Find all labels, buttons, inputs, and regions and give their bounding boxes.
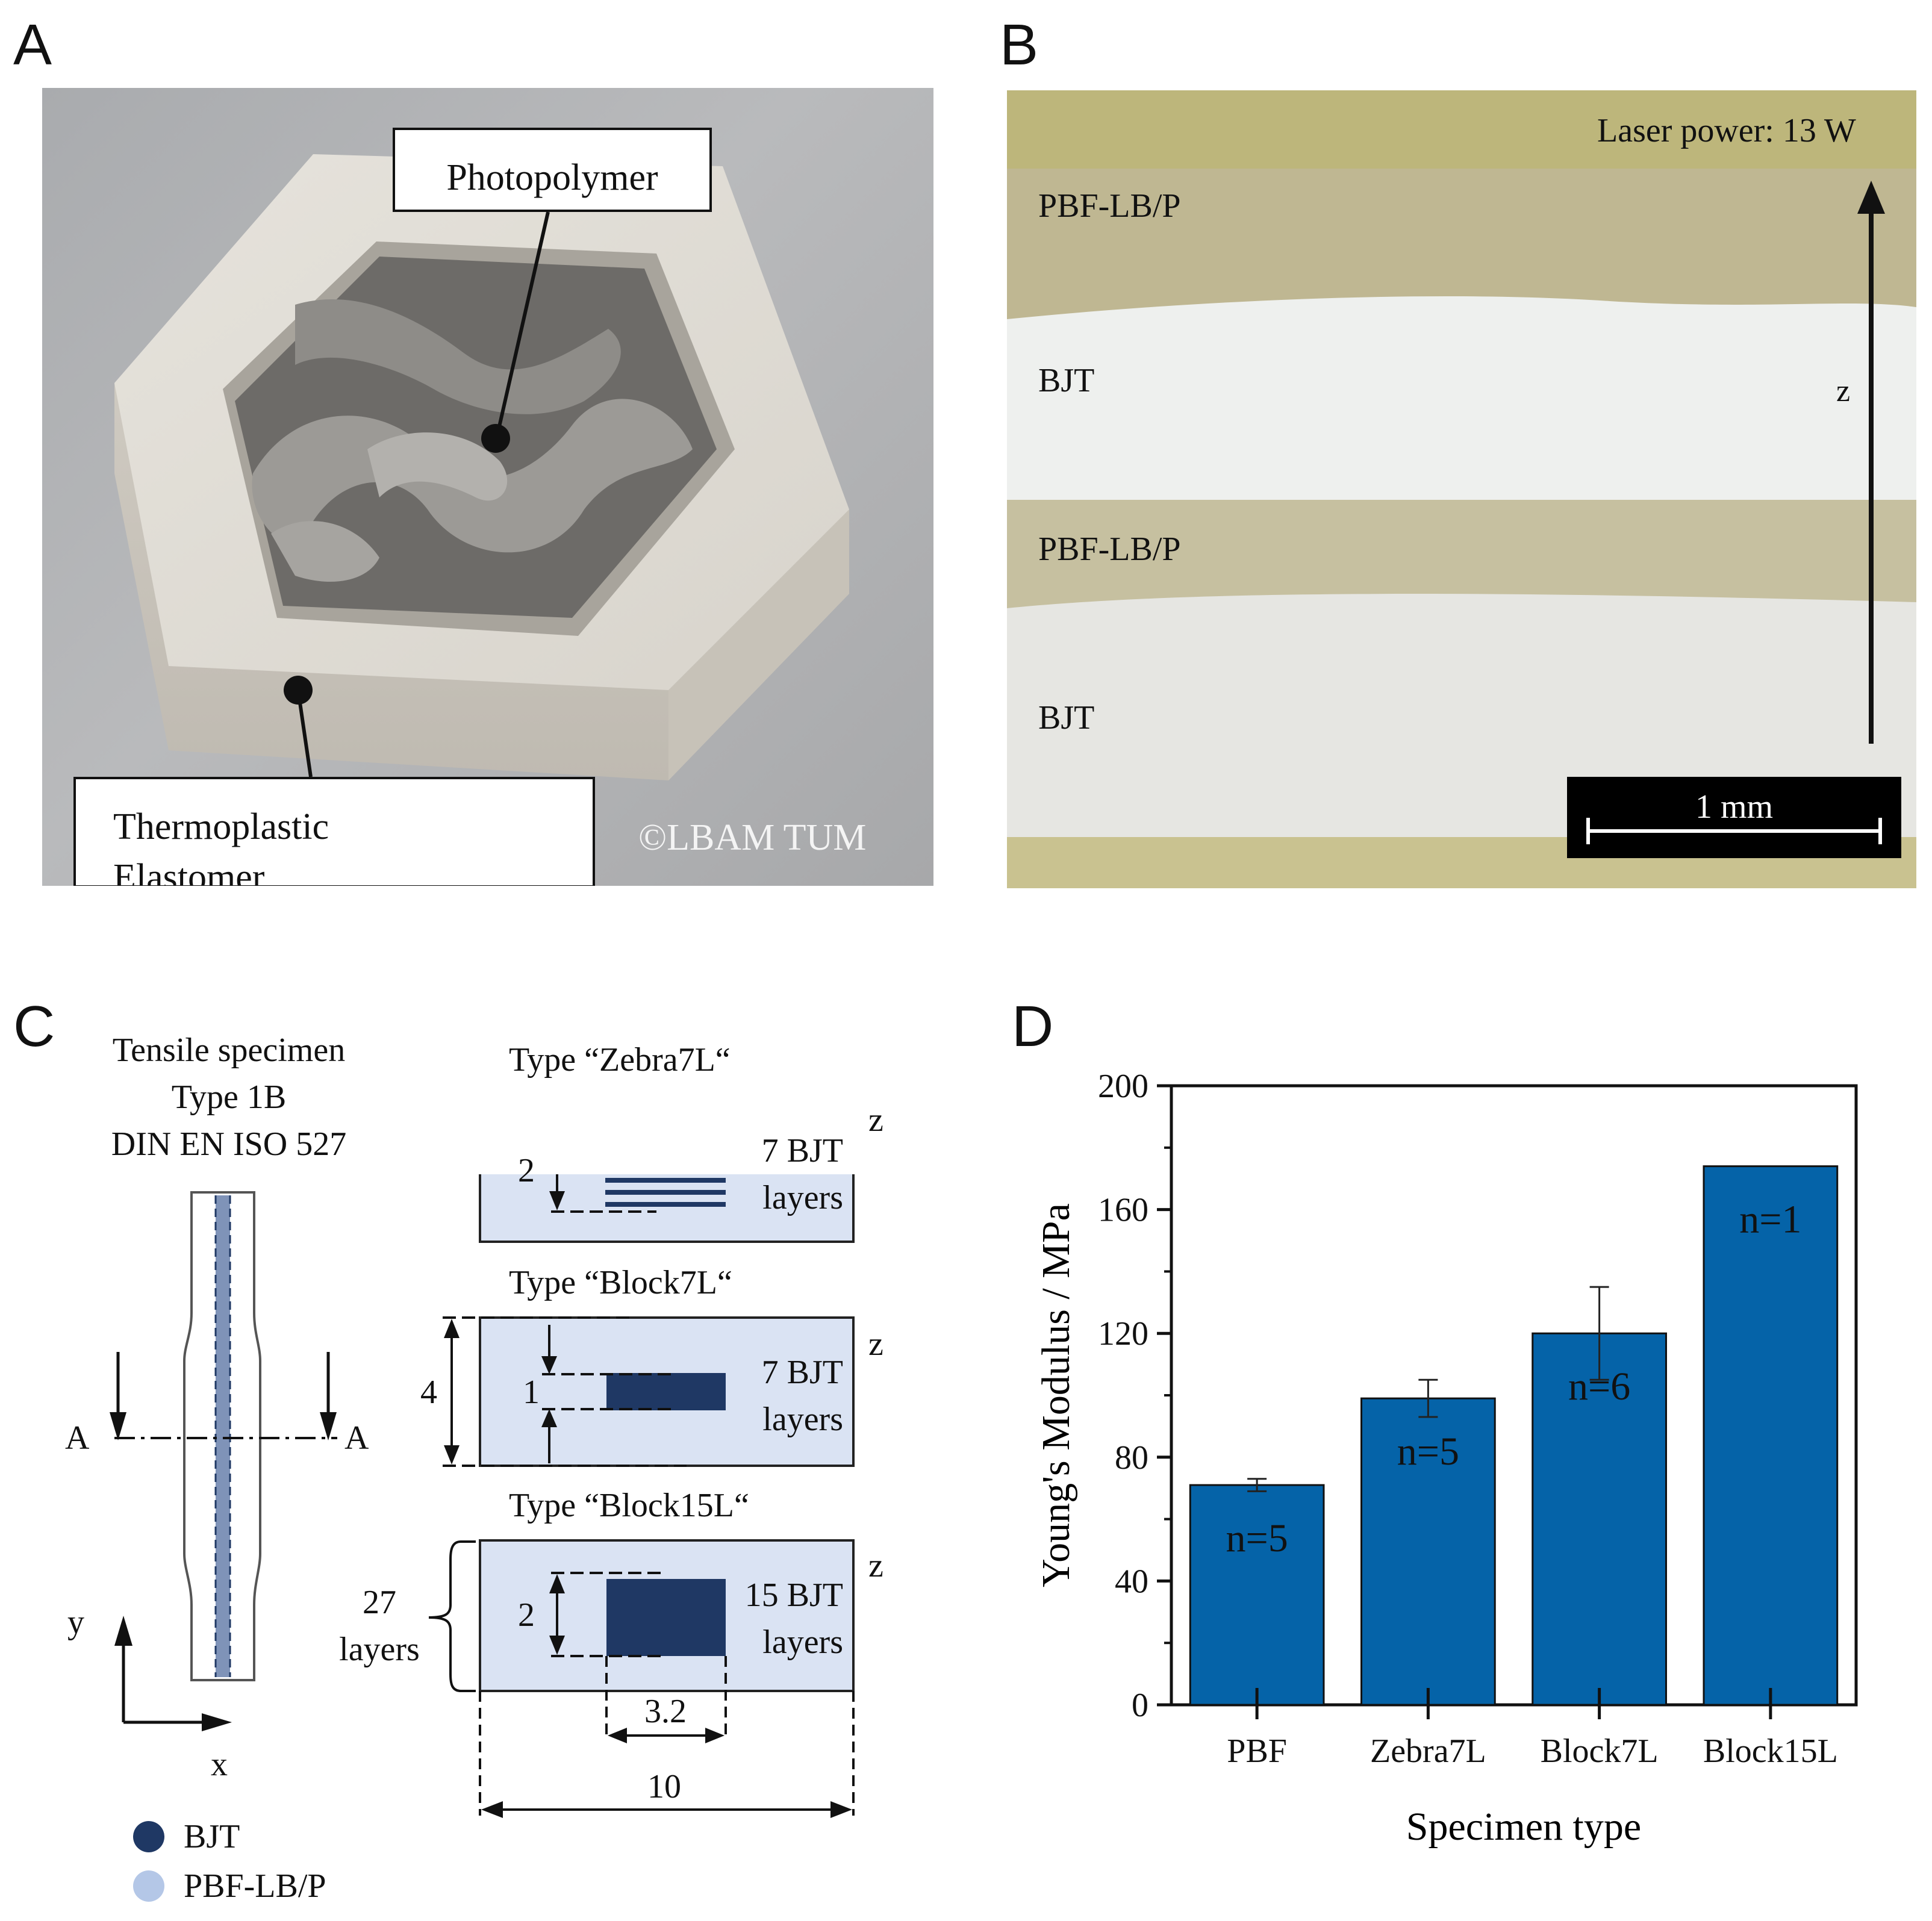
zebra-note: 7 BJT layers — [741, 1127, 843, 1221]
title-line-2: Type 1B — [171, 1079, 287, 1116]
type-block7l-title: Type “Block7L“ — [509, 1264, 732, 1301]
scale-bar-label: 1 mm — [1695, 788, 1774, 826]
type-zebra7l-title: Type “Zebra7L“ — [509, 1041, 731, 1079]
panel-b-letter: B — [1000, 13, 1039, 77]
y-tick-label: 80 — [1115, 1439, 1148, 1477]
axis-x-label: x — [211, 1746, 228, 1783]
specimen-schematic — [110, 1174, 855, 1902]
layers-word: layers — [339, 1631, 420, 1668]
panel-c-letter: C — [13, 994, 55, 1059]
title-line-1: Tensile specimen — [112, 1032, 346, 1069]
y-tick-label: 200 — [1098, 1068, 1148, 1105]
tensile-specimen-title: Tensile specimen Type 1B DIN EN ISO 527 — [78, 1027, 379, 1168]
y-tick-label: 0 — [1132, 1687, 1148, 1724]
zebra-dim-label: 2 — [518, 1152, 535, 1189]
panel-a-letter: A — [13, 13, 52, 77]
z-direction-arrow — [1857, 181, 1885, 744]
thermoplastic-elastomer-callout: Thermoplastic Elastomer — [73, 777, 595, 886]
bar-count-label: n=5 — [1397, 1430, 1459, 1474]
type-block15l-title: Type “Block15L“ — [509, 1487, 749, 1524]
bar-count-label: n=6 — [1568, 1365, 1630, 1409]
scale-bar-line — [1586, 818, 1882, 844]
layer-cross-section — [1007, 90, 1916, 888]
block7l-outer-dim-label: 4 — [420, 1374, 437, 1411]
zebra-stripes — [605, 1178, 726, 1207]
layer-label-bjt-1: BJT — [1038, 362, 1095, 399]
panel-b-micrograph: Laser power: 13 W PBF-LB/P BJT PBF-LB/P … — [1007, 90, 1916, 888]
block15l-note: 15 BJT layers — [723, 1572, 843, 1666]
section-label-left: A — [65, 1419, 90, 1457]
block15l-dim-label: 2 — [518, 1596, 535, 1634]
zebra-note-line-2: layers — [762, 1179, 843, 1216]
y-axis-label: Young's Modulus / MPa — [1034, 1203, 1078, 1587]
x-tick-label: Block7L — [1541, 1733, 1659, 1770]
bar-count-label: n=1 — [1739, 1198, 1801, 1242]
copyright-text: ©LBAM TUM — [638, 817, 867, 858]
block15l-note-line-2: layers — [762, 1624, 843, 1661]
zebra-note-line-1: 7 BJT — [761, 1132, 843, 1169]
block15l-z-label: z — [868, 1547, 883, 1584]
layers-count: 27 — [363, 1584, 396, 1621]
layer-label-pbf-2: PBF-LB/P — [1038, 531, 1181, 568]
callout-line-1: Thermoplastic — [113, 806, 329, 847]
bar-pbf — [1189, 1484, 1325, 1706]
photopolymer-callout: Photopolymer — [393, 128, 712, 212]
x-tick-label: Block15L — [1703, 1733, 1838, 1770]
hexagon-part-illustration — [114, 154, 849, 780]
width-outer-label: 10 — [647, 1768, 681, 1805]
layer-label-bjt-2: BJT — [1038, 699, 1095, 736]
axis-y-label: y — [67, 1604, 84, 1641]
title-line-3: DIN EN ISO 527 — [111, 1126, 347, 1163]
callout-leaders — [284, 211, 550, 777]
layers-count-note: 27 layers — [331, 1579, 428, 1673]
panel-d-letter: D — [1012, 994, 1054, 1059]
block7l-z-label: z — [868, 1325, 883, 1363]
block7l-note-line-1: 7 BJT — [761, 1354, 843, 1391]
section-label-right: A — [344, 1419, 369, 1457]
bar-block7l — [1532, 1332, 1667, 1706]
zebra-z-label: z — [868, 1101, 883, 1139]
laser-power-label: Laser power: 13 W — [1597, 112, 1856, 149]
x-axis-label: Specimen type — [1406, 1805, 1641, 1849]
callout-line-2: Elastomer — [113, 856, 265, 886]
layer-label-pbf-1: PBF-LB/P — [1038, 187, 1181, 225]
legend-pbf-label: PBF-LB/P — [184, 1867, 326, 1905]
y-tick-label: 40 — [1115, 1563, 1148, 1600]
bar-count-label: n=5 — [1226, 1516, 1288, 1560]
block7l-dim-label: 1 — [523, 1374, 540, 1411]
youngs-modulus-chart: n=5 n=5 n=6 n=1 0 40 80 120 160 200 PBF Zebra7L Bl… — [1034, 1068, 1858, 1849]
y-tick-label: 160 — [1098, 1192, 1148, 1229]
x-tick-label: PBF — [1227, 1733, 1287, 1770]
z-axis-label: z — [1836, 374, 1851, 408]
x-tick-label: Zebra7L — [1370, 1733, 1486, 1770]
bar-block15l — [1703, 1165, 1839, 1706]
legend-bjt-label: BJT — [184, 1818, 240, 1855]
y-tick-label: 120 — [1098, 1315, 1148, 1353]
block7l-note-line-2: layers — [762, 1401, 843, 1438]
width-inner-label: 3.2 — [644, 1693, 687, 1730]
panel-a-photo: Photopolymer Thermoplastic Elastomer ©LB… — [42, 88, 933, 886]
scale-bar-box: 1 mm — [1567, 777, 1901, 858]
block15l-note-line-1: 15 BJT — [744, 1577, 843, 1614]
block7l-note: 7 BJT layers — [741, 1349, 843, 1443]
